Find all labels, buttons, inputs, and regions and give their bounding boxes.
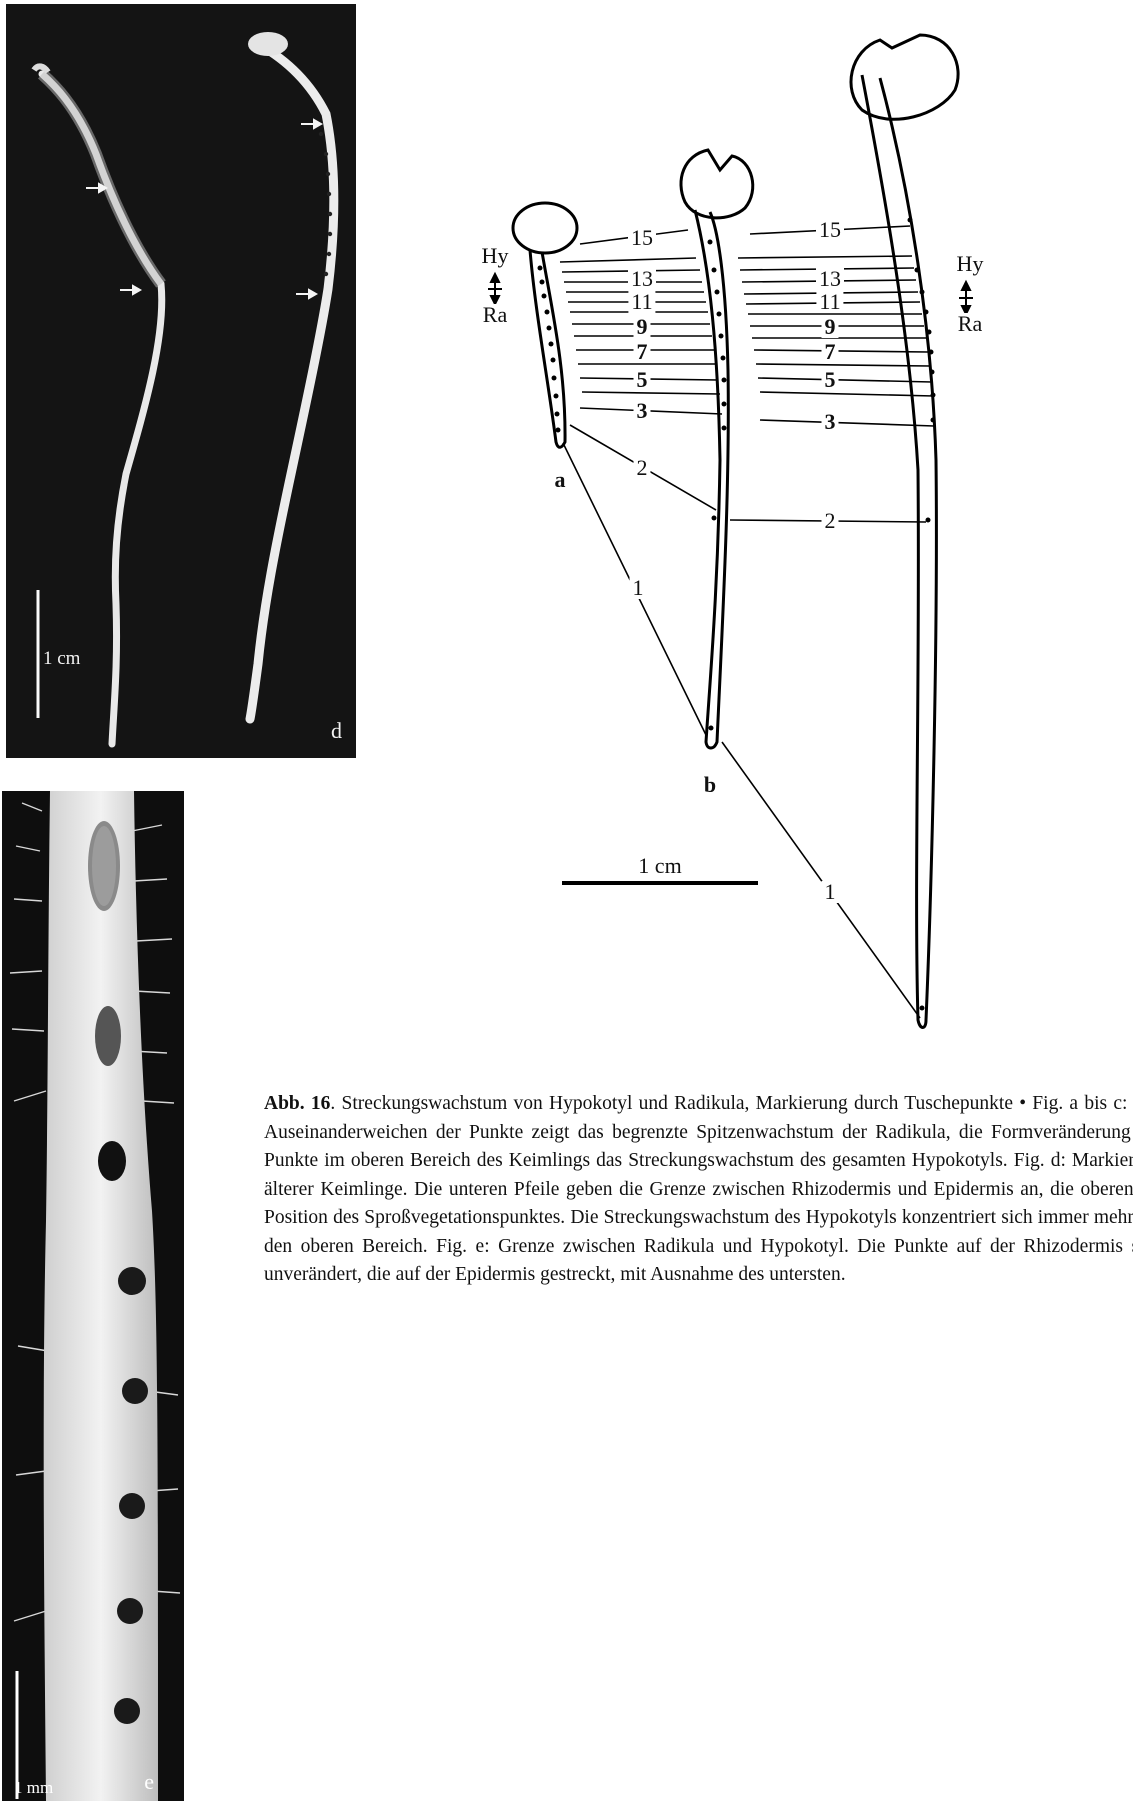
mark-number: 5 [822,369,839,391]
mark-number: 2 [634,457,651,479]
axis-label-hy-left: Hy [479,245,512,267]
panel-letter-e: e [144,1769,154,1795]
mark-number: 1 [630,577,647,599]
mark-number: 11 [628,291,655,313]
caption-text: . Streckungswachstum von Hypokotyl und R… [264,1093,1133,1285]
seedling-drawings [470,30,1133,1050]
caption-paragraph: Abb. 16. Streckungswachstum von Hypokoty… [264,1090,1133,1290]
axis-label-ra-left: Ra [480,304,510,326]
mark-number: 11 [816,291,843,313]
mark-number: 9 [822,316,839,338]
scale-label-diagram: 1 cm [635,855,684,877]
photo-panel-d: 1 cm d [6,4,356,758]
seedling-b-cotyledon [681,150,753,218]
seedling-c-body [862,75,936,1028]
mark-number: 5 [634,369,651,391]
seedling-a-body [530,250,565,447]
seedling-a-cotyledon [513,203,577,253]
root-closeup-photo-e [2,791,184,1801]
mark-number: 3 [822,411,839,433]
seedling-growth-diagram: Hy Ra Hy Ra a b 15 13 11 9 7 5 3 2 1 15 … [470,30,1133,1050]
scale-label-e: 1 mm [14,1778,53,1798]
mark-number: 15 [816,219,844,241]
photo-panel-e: 1 mm e [2,791,184,1801]
mark-number: 15 [628,227,656,249]
panel-letter-d: d [331,718,342,744]
seedling-label-a: a [552,469,569,491]
mark-number: 13 [628,268,656,290]
mark-number: 3 [634,400,651,422]
mark-number: 7 [822,341,839,363]
axis-label-hy-right: Hy [954,253,987,275]
figure-caption: Abb. 16. Streckungswachstum von Hypokoty… [264,1090,1133,1290]
axis-label-ra-right: Ra [955,313,985,335]
seedling-label-b: b [701,774,719,796]
mark-number: 13 [816,268,844,290]
mark-number: 7 [634,341,651,363]
scale-label-d: 1 cm [43,648,80,670]
seedling-b-body [695,210,728,748]
mark-number: 1 [822,881,839,903]
seedling-photo-d [6,4,356,758]
mark-number: 2 [822,510,839,532]
mark-number: 9 [634,316,651,338]
caption-label: Abb. 16 [264,1093,330,1114]
